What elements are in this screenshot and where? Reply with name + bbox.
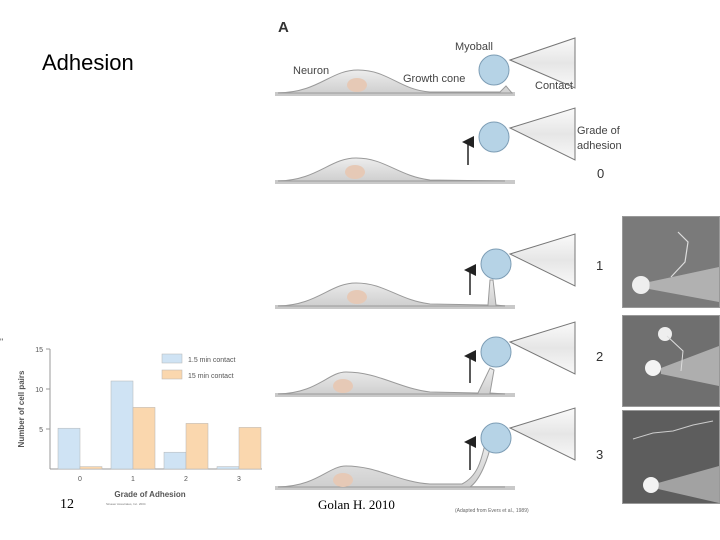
label-myoball: Myoball xyxy=(455,41,493,53)
y-tick-label-2: 15 xyxy=(35,347,43,354)
row-grade-1: 1 xyxy=(275,233,603,309)
bar-2-3 xyxy=(238,427,262,470)
chart-copyright: Sinauer Associates, Inc. 2004 xyxy=(106,502,146,506)
grade-label-2: 2 xyxy=(596,349,603,364)
bar-1-0 xyxy=(57,427,81,470)
legend-swatch-1 xyxy=(161,353,183,364)
slide-title: Adhesion xyxy=(42,50,134,75)
bar-2-2 xyxy=(185,423,209,470)
y-axis-label: Number of cell pairs xyxy=(17,370,26,447)
label-grade-of: Grade of xyxy=(577,125,621,137)
x-tick-label-0: 0 xyxy=(78,476,82,483)
substrate-line xyxy=(275,92,515,96)
nucleus xyxy=(347,78,367,92)
x-tick-label-2: 2 xyxy=(184,476,188,483)
panel-label: A xyxy=(278,19,289,36)
legend-label-1: 1.5 min contact xyxy=(188,357,236,364)
pipette xyxy=(508,37,576,89)
page-mark: " xyxy=(0,337,4,347)
source-note: (Adapted from Evers et al., 1989) xyxy=(455,508,529,514)
bar-1-2 xyxy=(163,451,187,470)
bar-2-1 xyxy=(132,407,156,470)
label-neuron: Neuron xyxy=(293,65,329,77)
row-grade-3: 3 xyxy=(275,407,603,490)
row-grade-2: 2 xyxy=(275,321,603,397)
y-tick-label-1: 10 xyxy=(35,387,43,394)
bar-2-0 xyxy=(79,466,103,470)
x-axis-label: Grade of Adhesion xyxy=(114,490,185,499)
micrograph-grade-3 xyxy=(622,410,720,504)
label-contact: Contact xyxy=(535,80,573,92)
micrograph-grade-2 xyxy=(622,315,720,407)
label-adhesion: adhesion xyxy=(577,140,622,152)
bar-1-1 xyxy=(110,380,134,470)
legend-label-2: 15 min contact xyxy=(188,373,234,380)
neuron-body xyxy=(277,69,514,94)
label-growth-cone: Growth cone xyxy=(403,73,465,85)
credit-text: Golan H. 2010 xyxy=(318,497,395,512)
x-tick-label-1: 1 xyxy=(131,476,135,483)
myoball xyxy=(478,54,510,86)
slide-number: 12 xyxy=(60,497,74,512)
grade-label-1: 1 xyxy=(596,258,603,273)
row-reference: Neuron Myoball Growth cone Contact xyxy=(275,37,576,96)
x-tick-label-3: 3 xyxy=(237,476,241,483)
micrograph-grade-1 xyxy=(622,216,720,308)
row-grade-0: Grade of adhesion 0 xyxy=(275,107,622,184)
grade-label-3: 3 xyxy=(596,447,603,462)
grade-label-0: 0 xyxy=(597,166,604,181)
bar-1-3 xyxy=(216,466,240,470)
y-tick-label-0: 5 xyxy=(39,427,43,434)
legend-swatch-2 xyxy=(161,369,183,380)
